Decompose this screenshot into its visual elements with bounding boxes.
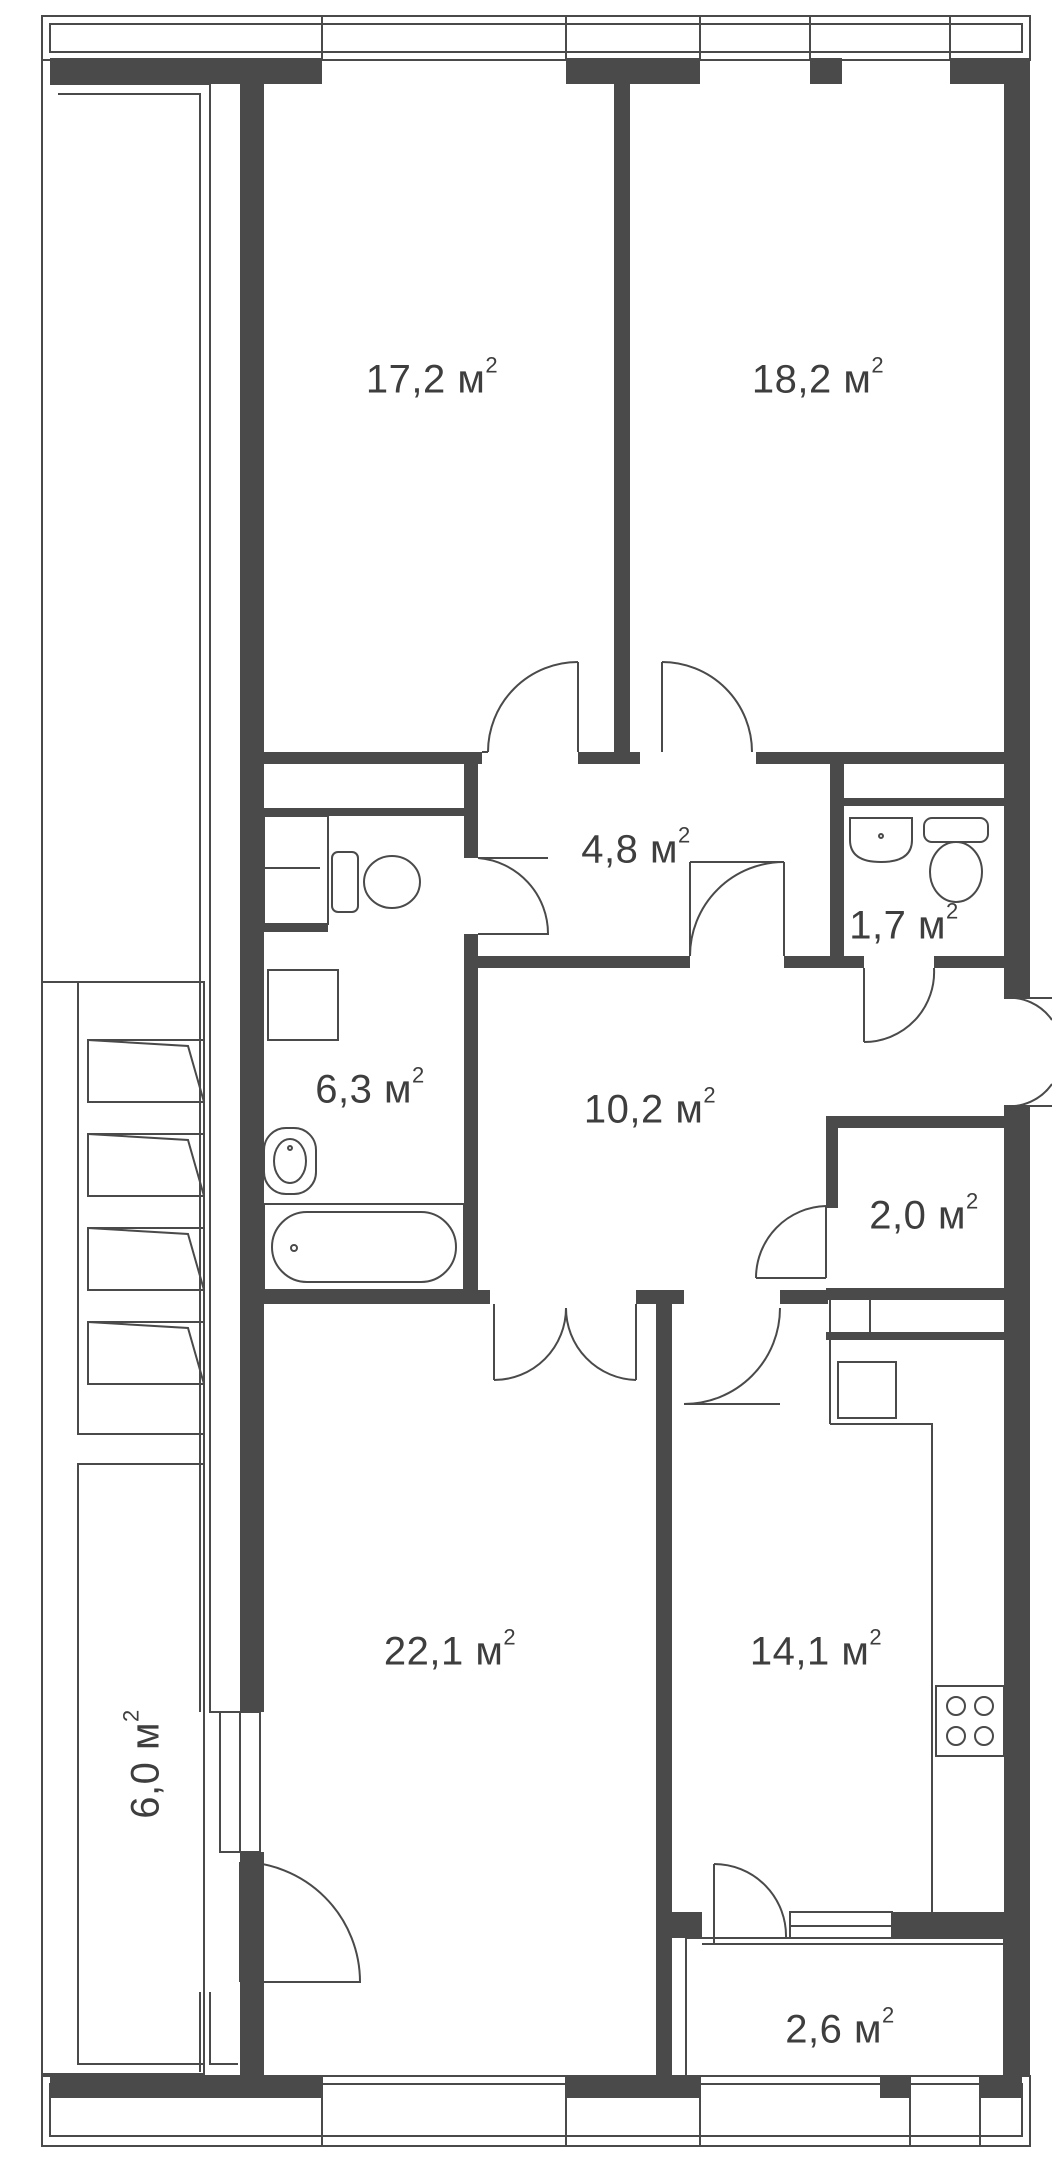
- room-area-kitchen: 14,1 м2: [749, 1624, 882, 1675]
- unit: м: [843, 357, 872, 402]
- balcony-cabinets: [87, 1039, 205, 1385]
- unit-power: 2: [503, 1624, 517, 1650]
- door-kitchen[interactable]: [683, 1307, 781, 1405]
- unit-power: 2: [965, 1188, 979, 1214]
- unit-power: 2: [703, 1082, 717, 1108]
- door-bedroom-1[interactable]: [482, 661, 579, 753]
- door-small-balcony[interactable]: [713, 1863, 788, 1944]
- unit-power: 2: [945, 898, 959, 924]
- door-wc[interactable]: [863, 967, 936, 1044]
- area-value: 17,2: [365, 357, 446, 402]
- unit: м: [475, 1629, 504, 1674]
- unit-power: 2: [485, 352, 499, 378]
- area-value: 10,2: [583, 1087, 664, 1132]
- unit-power: 2: [411, 1062, 425, 1088]
- unit: м: [917, 903, 946, 948]
- room-area-hall: 10,2 м2: [583, 1082, 716, 1133]
- unit: м: [675, 1087, 704, 1132]
- area-value: 2,6: [785, 2007, 843, 2052]
- door-living-room-double[interactable]: [493, 1304, 637, 1381]
- unit-power: 2: [871, 352, 885, 378]
- door-bathroom[interactable]: [477, 857, 550, 935]
- unit: м: [937, 1193, 966, 1238]
- bottom-window-frame: [41, 2075, 1031, 2147]
- small-balcony-outline: [685, 1911, 1005, 2077]
- area-value: 22,1: [383, 1629, 464, 1674]
- room-area-wc: 1,7 м2: [849, 898, 958, 949]
- door-entrance[interactable]: [1003, 996, 1052, 1108]
- wc-sink-icon: [849, 817, 913, 864]
- unit: м: [383, 1067, 412, 1112]
- area-value: 6,3: [315, 1067, 373, 1112]
- unit: м: [457, 357, 486, 402]
- unit: м: [123, 1722, 168, 1751]
- area-value: 14,1: [749, 1629, 830, 1674]
- room-area-balcony-large: 6,0 м2: [118, 1709, 169, 1819]
- room-area-bathroom: 6,3 м2: [315, 1062, 424, 1113]
- unit-power: 2: [677, 822, 691, 848]
- sink-icon: [263, 1127, 317, 1195]
- door-bedroom-2[interactable]: [661, 661, 753, 753]
- washing-machine-icon: [267, 969, 339, 1041]
- area-value: 18,2: [751, 357, 832, 402]
- walls: [50, 58, 1030, 2098]
- closet-shelves: [263, 815, 933, 1912]
- unit: м: [649, 827, 678, 872]
- door-large-balcony[interactable]: [239, 1861, 362, 1983]
- room-area-bedroom-2: 18,2 м2: [751, 352, 884, 403]
- wc-toilet-icon: [923, 817, 989, 903]
- area-value: 2,0: [869, 1193, 927, 1238]
- room-area-living-room: 22,1 м2: [383, 1624, 516, 1675]
- room-area-storage: 2,0 м2: [869, 1188, 978, 1239]
- toilet-icon: [331, 851, 421, 913]
- door-hall[interactable]: [689, 861, 785, 957]
- bathtub-icon: [263, 1203, 465, 1291]
- door-storage[interactable]: [755, 1205, 827, 1279]
- unit-power: 2: [118, 1709, 144, 1723]
- stove-icon: [935, 1685, 1005, 1757]
- unit: м: [853, 2007, 882, 2052]
- unit-power: 2: [881, 2002, 895, 2028]
- room-area-balcony-small: 2,6 м2: [785, 2002, 894, 2053]
- room-area-bedroom-1: 17,2 м2: [365, 352, 498, 403]
- area-value: 6,0: [123, 1761, 168, 1819]
- area-value: 1,7: [849, 903, 907, 948]
- area-value: 4,8: [581, 827, 639, 872]
- top-window-frame: [41, 15, 1031, 61]
- unit: м: [841, 1629, 870, 1674]
- unit-power: 2: [869, 1624, 883, 1650]
- room-area-corridor: 4,8 м2: [581, 822, 690, 873]
